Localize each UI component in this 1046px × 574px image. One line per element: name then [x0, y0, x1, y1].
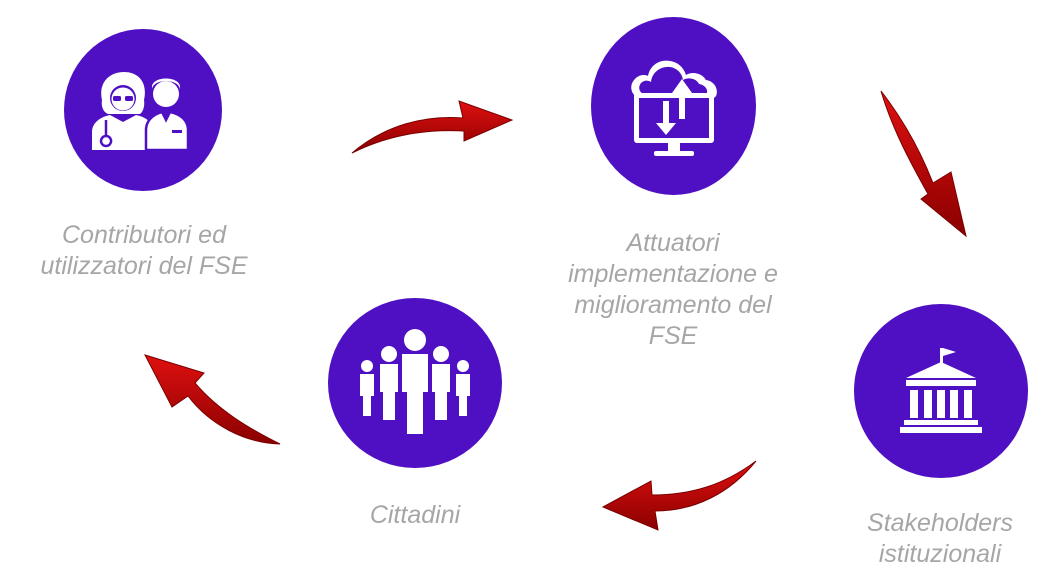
- node-attuatori-circle: [591, 17, 756, 195]
- label-line: Cittadini: [369, 501, 461, 529]
- node-contributori-label: Contributori ed utilizzatori del FSE: [24, 220, 264, 282]
- label-line: utilizzatori del FSE: [40, 252, 248, 280]
- label-line: Stakeholders: [867, 509, 1013, 537]
- arrow-attuatori-to-stakeholders: [880, 90, 967, 238]
- cloud-monitor-sync-icon: [630, 60, 717, 156]
- label-line: istituzionali: [878, 540, 1002, 568]
- arrow-stakeholders-to-cittadini: [601, 460, 757, 531]
- node-cittadini-label: Cittadini: [335, 500, 495, 531]
- label-line: FSE: [648, 322, 698, 350]
- label-line: implementazione e: [568, 260, 778, 288]
- label-line: Contributori ed: [62, 221, 226, 249]
- node-stakeholders-circle: [854, 304, 1028, 478]
- label-line: miglioramento del: [574, 291, 772, 319]
- institution-building-icon: [900, 348, 982, 433]
- node-attuatori-label: Attuatori implementazione e migliorament…: [543, 228, 803, 352]
- node-cittadini-circle: [328, 298, 502, 468]
- arrow-cittadini-to-contributori: [144, 354, 281, 445]
- node-contributori-circle: [64, 29, 222, 191]
- label-line: Attuatori: [626, 229, 720, 257]
- people-group-icon: [360, 329, 470, 434]
- node-stakeholders-label: Stakeholders istituzionali: [840, 508, 1040, 570]
- doctors-icon: [92, 72, 190, 150]
- arrow-contributori-to-attuatori: [351, 100, 514, 154]
